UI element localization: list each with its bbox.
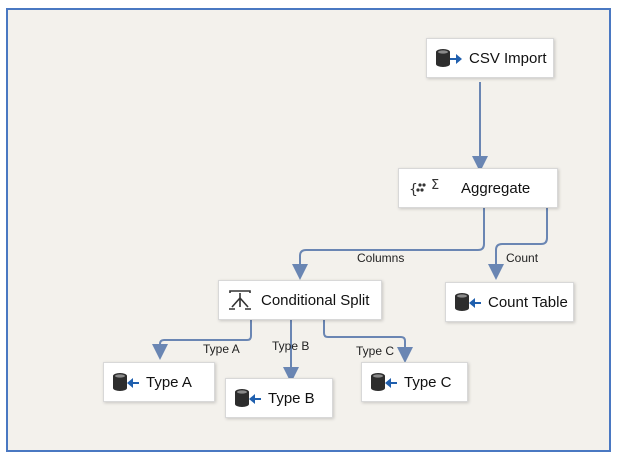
connector-columns[interactable] xyxy=(292,208,485,280)
destination-database-icon xyxy=(454,291,482,313)
component-aggregate[interactable]: { Σ Aggregate xyxy=(398,168,558,208)
path-label-count: Count xyxy=(506,251,539,265)
component-type-c[interactable]: Type C xyxy=(361,362,468,402)
source-database-icon xyxy=(435,47,463,69)
aggregate-sigma-icon: { Σ xyxy=(407,177,449,199)
component-type-b[interactable]: Type B xyxy=(225,378,333,418)
path-label-columns: Columns xyxy=(357,251,405,265)
connector-count[interactable] xyxy=(488,208,548,280)
destination-database-icon xyxy=(370,371,398,393)
connector-type-a[interactable] xyxy=(152,320,252,360)
path-label-type-b: Type B xyxy=(272,339,310,353)
component-label: Type C xyxy=(404,373,452,391)
destination-database-icon xyxy=(112,371,140,393)
component-label: Conditional Split xyxy=(261,291,370,309)
data-flow-canvas[interactable]: Columns Count Type A Type B Type C CSV I… xyxy=(6,8,611,452)
svg-text:{: { xyxy=(409,182,418,198)
svg-text:Σ: Σ xyxy=(431,178,439,193)
component-type-a[interactable]: Type A xyxy=(103,362,215,402)
component-label: Type A xyxy=(146,373,192,391)
connector-layer xyxy=(152,82,548,383)
component-label: Type B xyxy=(268,389,315,407)
component-conditional-split[interactable]: Conditional Split xyxy=(218,280,382,320)
path-label-type-a: Type A xyxy=(203,342,240,356)
component-label: Count Table xyxy=(488,293,568,311)
conditional-split-icon xyxy=(227,289,255,311)
component-label: CSV Import xyxy=(469,49,547,67)
component-count-table[interactable]: Count Table xyxy=(445,282,574,322)
destination-database-icon xyxy=(234,387,262,409)
component-label: Aggregate xyxy=(461,179,531,197)
component-csv-import[interactable]: CSV Import xyxy=(426,38,554,78)
connector-type-c[interactable] xyxy=(323,320,413,363)
path-label-type-c: Type C xyxy=(356,344,395,358)
